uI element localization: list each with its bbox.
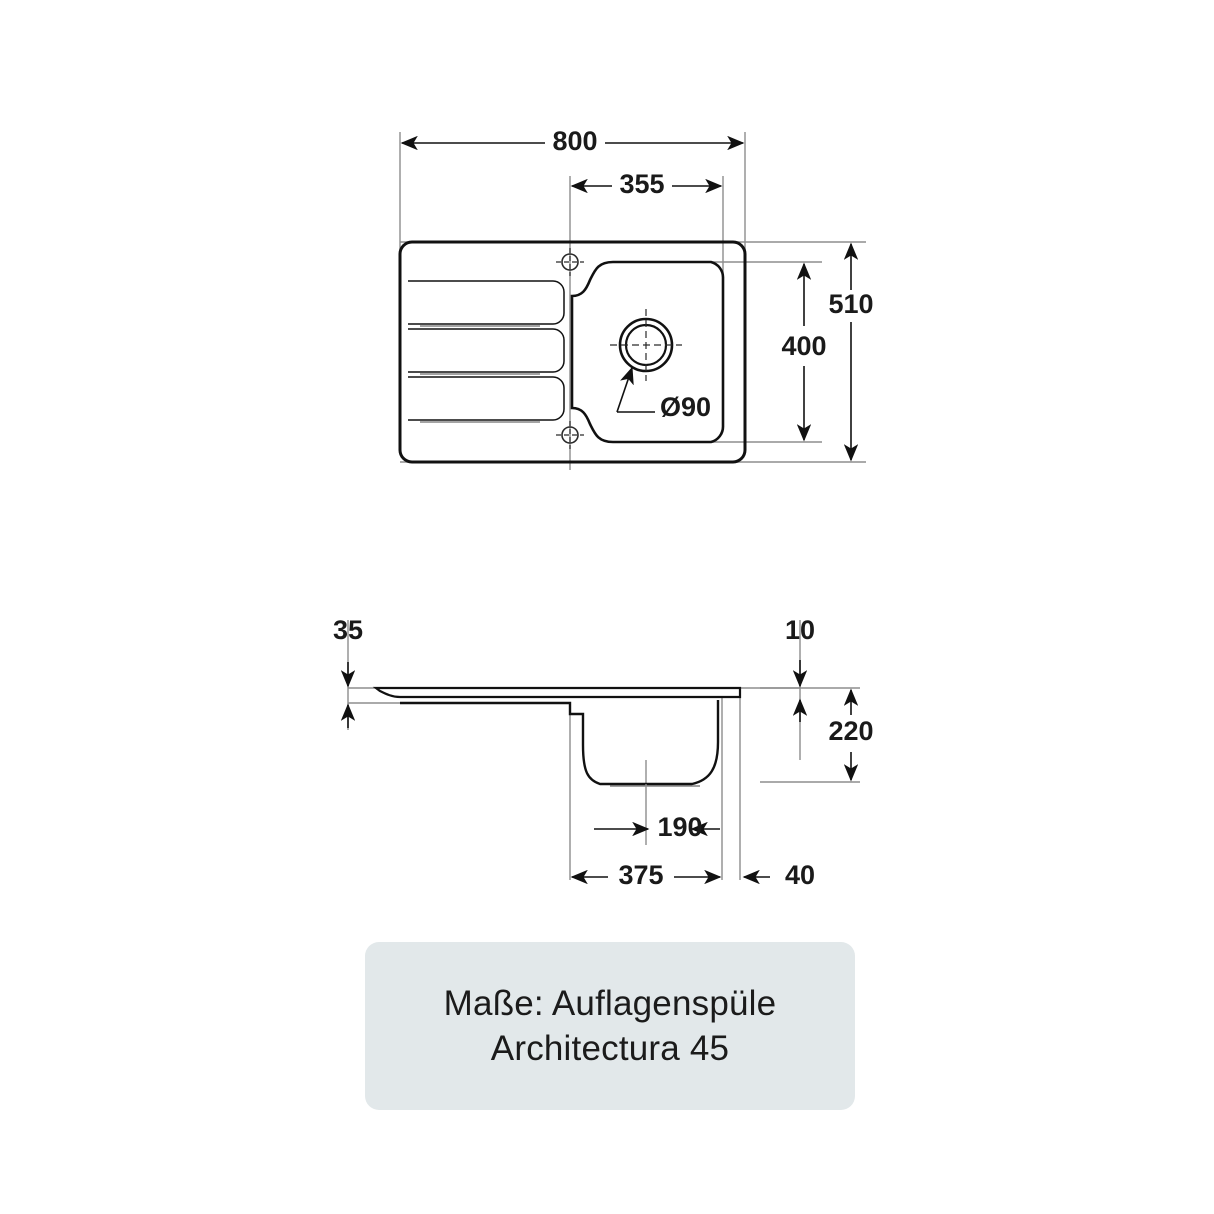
dimension-510: 510 bbox=[828, 242, 874, 462]
side-rim-profile bbox=[372, 686, 742, 699]
dimension-190-label: 190 bbox=[657, 812, 702, 842]
top-view-group: 800 355 bbox=[398, 126, 874, 470]
dimension-400-label: 400 bbox=[781, 331, 826, 361]
dimension-35-label: 35 bbox=[333, 615, 363, 645]
drain-hole bbox=[610, 309, 682, 381]
drainboard-grooves bbox=[408, 280, 565, 421]
dimension-220-label: 220 bbox=[828, 716, 873, 746]
dimension-355: 355 bbox=[570, 169, 723, 199]
dimension-400: 400 bbox=[781, 262, 827, 442]
dimension-800-label: 800 bbox=[552, 126, 597, 156]
dimension-355-label: 355 bbox=[619, 169, 664, 199]
caption-line-2: Architectura 45 bbox=[490, 1029, 730, 1068]
dimension-35: 35 bbox=[333, 615, 363, 728]
groove-1 bbox=[408, 280, 565, 325]
dimension-220: 220 bbox=[828, 688, 874, 782]
dimension-375: 375 bbox=[570, 860, 722, 890]
dimension-800: 800 bbox=[400, 126, 745, 156]
dimension-375-label: 375 bbox=[618, 860, 663, 890]
dimension-40-label: 40 bbox=[785, 860, 815, 890]
drain-diameter-leader bbox=[616, 366, 655, 413]
caption-line-1: Maße: Auflagenspüle bbox=[443, 983, 777, 1023]
side-bowl-profile bbox=[400, 700, 720, 786]
dimension-10: 10 bbox=[785, 615, 815, 722]
dimension-40: 40 bbox=[742, 860, 815, 890]
groove-3 bbox=[408, 376, 565, 421]
caption-box: Maße: Auflagenspüle Architectura 45 bbox=[365, 942, 855, 1110]
dimension-510-label: 510 bbox=[828, 289, 873, 319]
groove-2 bbox=[408, 328, 565, 373]
dimension-190: 190 bbox=[594, 812, 720, 842]
sink-outer-body bbox=[398, 240, 747, 464]
side-view-extension-lines bbox=[347, 620, 860, 880]
tap-hole-upper bbox=[556, 248, 584, 276]
tap-hole-lower bbox=[556, 421, 584, 449]
drainboard-groove-shadows bbox=[420, 325, 540, 423]
side-view-group: 35 10 220 bbox=[333, 615, 874, 890]
dimension-10-label: 10 bbox=[785, 615, 815, 645]
dimension-diameter-90-label: Ø90 bbox=[660, 392, 711, 422]
sink-bowl-outline bbox=[570, 260, 725, 444]
